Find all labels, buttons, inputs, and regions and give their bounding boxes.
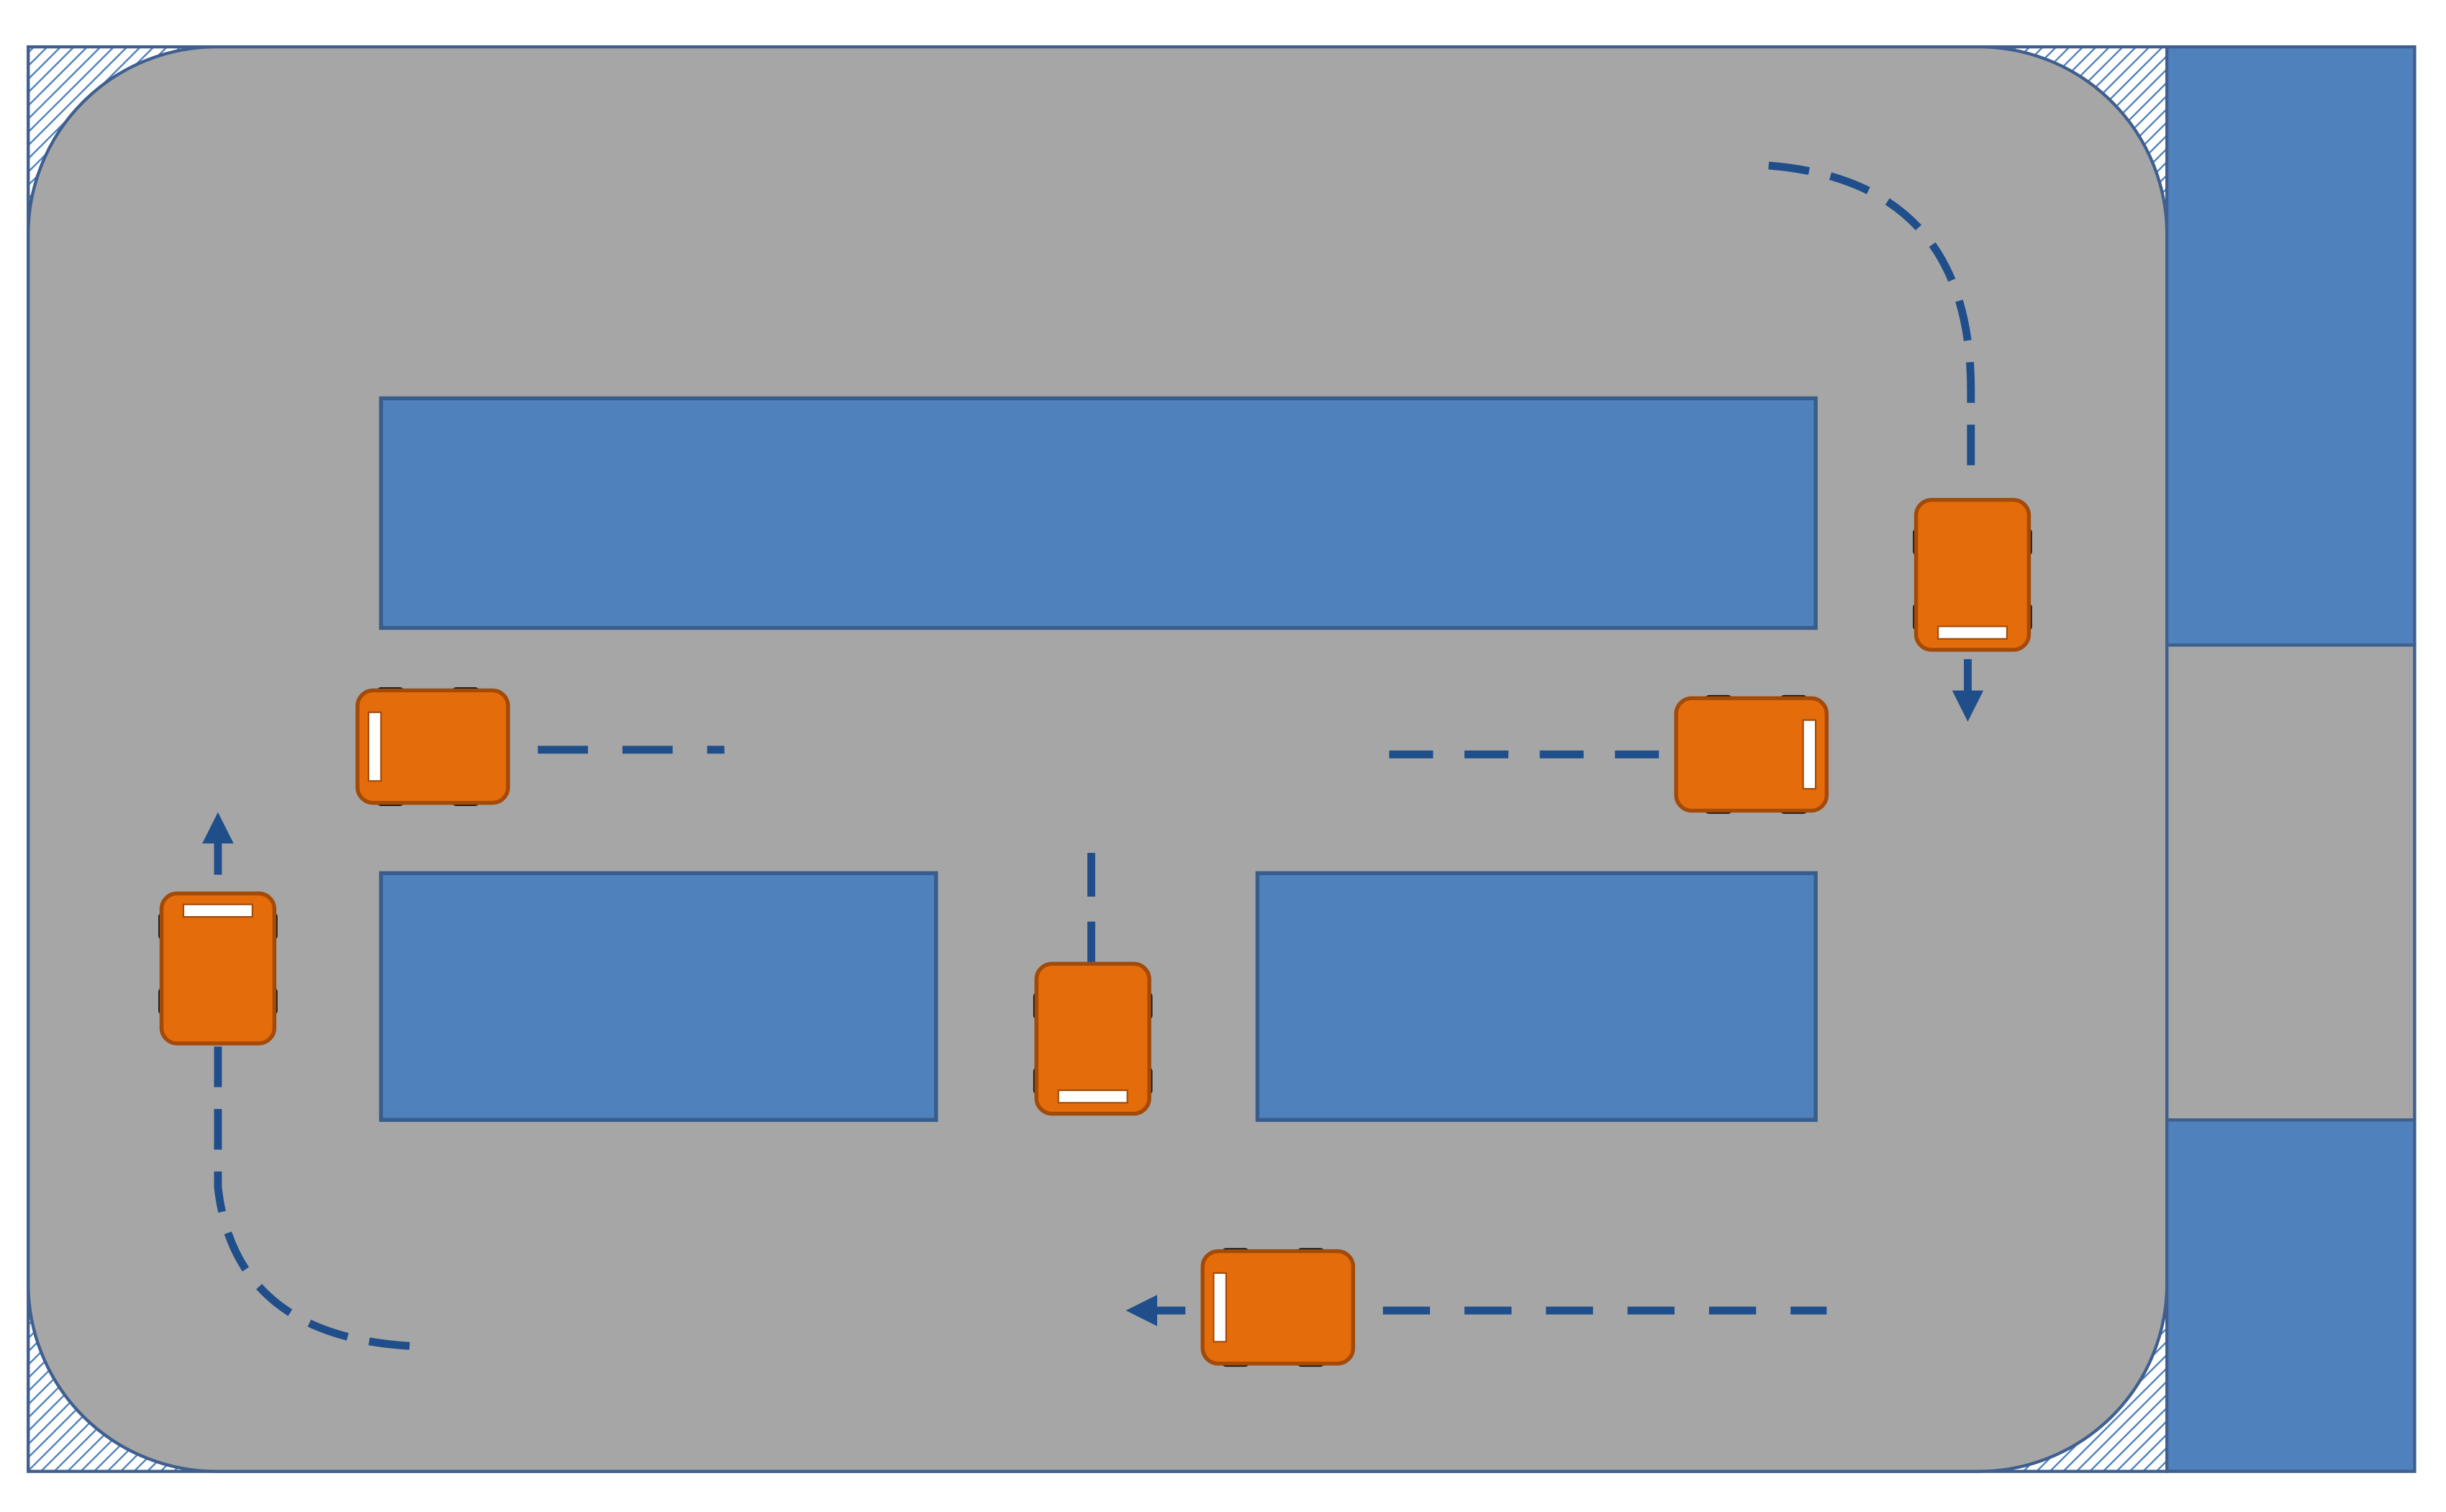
- car-front-marker: [367, 711, 382, 782]
- car-right-lane: [1913, 497, 2032, 652]
- car-upper-left: [355, 687, 510, 806]
- car-bottom: [1200, 1248, 1356, 1367]
- car-icon: [1674, 696, 1829, 813]
- car-left-lane: [158, 891, 278, 1046]
- right-block-bottom: [2165, 1118, 2416, 1473]
- car-front-marker: [1213, 1272, 1227, 1343]
- car-icon: [159, 891, 277, 1046]
- car-icon: [355, 688, 510, 805]
- vehicle-layer: [158, 497, 2032, 1367]
- car-front-marker: [1057, 1089, 1128, 1104]
- parking-block-bottom-right: [1255, 871, 1818, 1122]
- car-front-marker: [182, 903, 253, 918]
- car-front-marker: [1937, 625, 2008, 640]
- path-left-curve: [214, 1046, 421, 1351]
- road-surface: [27, 45, 2169, 1473]
- car-icon: [1200, 1249, 1356, 1366]
- parking-block-bottom-left: [379, 871, 938, 1122]
- car-center: [1033, 961, 1153, 1116]
- car-front-marker: [1802, 719, 1817, 790]
- parking-block-top: [379, 396, 1818, 630]
- right-block-top: [2165, 45, 2416, 647]
- right-entrance-road: [2165, 643, 2416, 1122]
- car-icon: [1034, 961, 1151, 1116]
- car-icon: [1913, 497, 2031, 652]
- car-upper-right: [1674, 694, 1829, 814]
